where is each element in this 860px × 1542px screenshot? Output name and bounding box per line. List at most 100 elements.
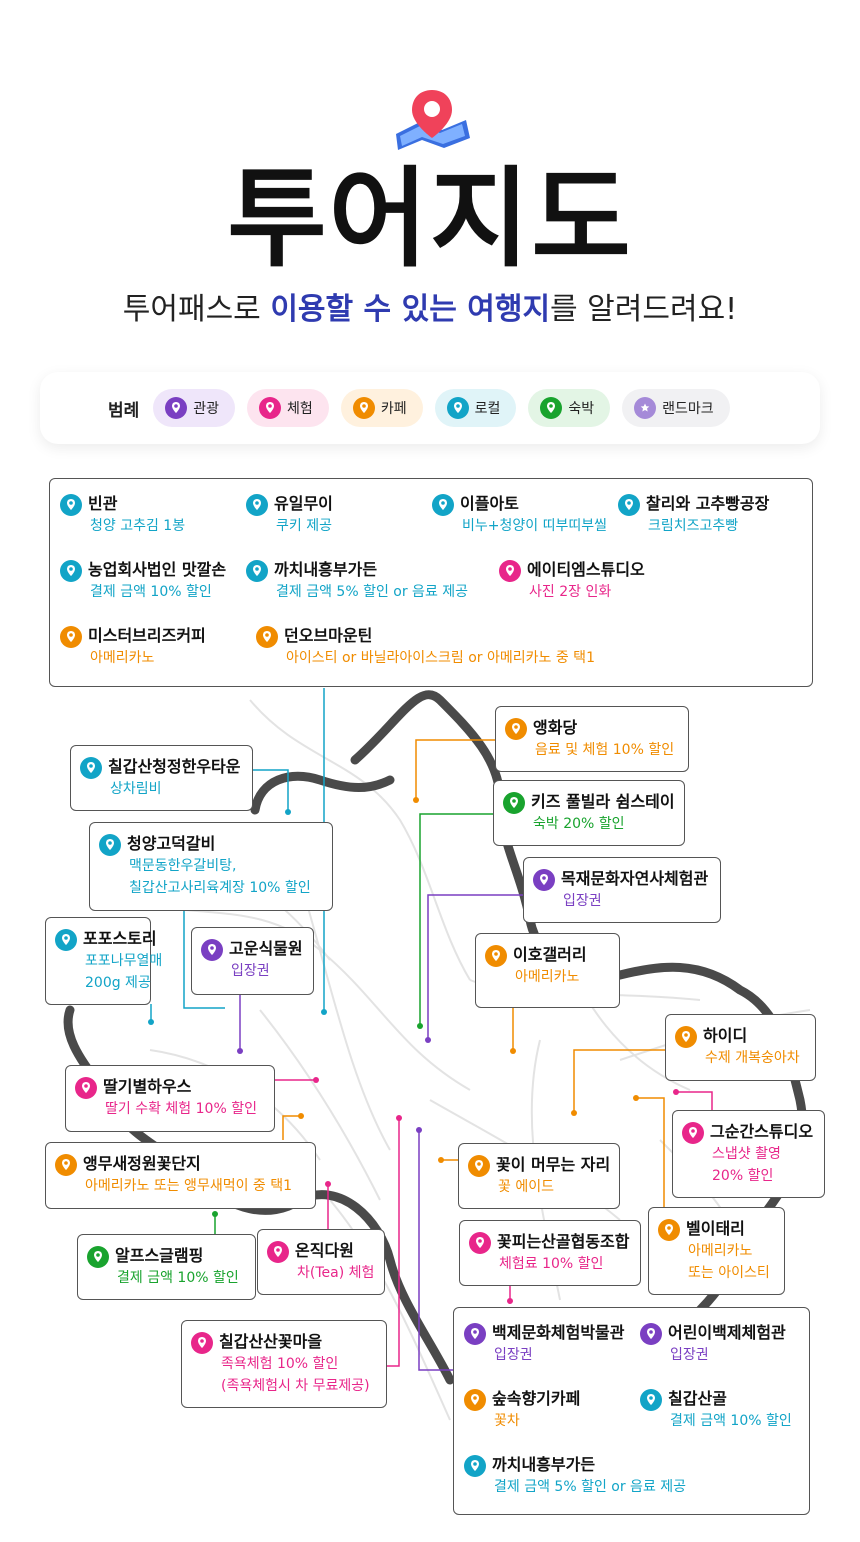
legend-item-label: 체험 <box>287 401 313 417</box>
place-name: 찰리와 고추빵공장 <box>646 494 770 513</box>
pin-icon <box>464 1454 492 1477</box>
place-name: 에이티엠스튜디오 <box>527 560 645 579</box>
place-benefit: 결제 금액 10% 할인 <box>117 1270 239 1286</box>
place-benefit: 청양 고추김 1봉 <box>90 518 186 534</box>
place-benefit: 스냅샷 촬영 <box>712 1146 781 1162</box>
place-benefit: 비누+청양이 띠부띠부씰 <box>462 518 607 534</box>
pin-icon <box>432 493 460 516</box>
pin-icon <box>246 559 274 582</box>
place-benefit: 결제 금액 10% 할인 <box>90 584 212 600</box>
place-benefit: 차(Tea) 체험 <box>297 1265 375 1281</box>
place-name: 온직다원 <box>295 1241 354 1260</box>
place-benefit: 아이스티 or 바닐라아이스크림 or 아메리카노 중 택1 <box>286 650 595 666</box>
place-benefit: 입장권 <box>563 893 602 909</box>
place-benefit: 20% 할인 <box>712 1168 774 1184</box>
place-benefit: 수제 개복숭아차 <box>705 1050 800 1066</box>
legend-item-label: 로컬 <box>474 401 501 417</box>
place-name: 키즈 풀빌라 쉼스테이 <box>531 792 675 811</box>
pin-icon <box>256 625 284 648</box>
pin-icon <box>165 397 193 419</box>
pin-icon <box>658 1218 686 1241</box>
place-benefit: (족욕체험시 차 무료제공) <box>221 1378 370 1394</box>
place-benefit: 포포나무열매 <box>85 953 163 969</box>
legend-item-label: 관광 <box>193 401 220 417</box>
pin-icon <box>267 1240 295 1263</box>
place-benefit: 아메리카노 <box>515 969 580 985</box>
place-benefit: 꽃 에이드 <box>498 1179 554 1195</box>
place-benefit: 결제 금액 10% 할인 <box>670 1413 792 1429</box>
place-name: 하이디 <box>703 1026 748 1045</box>
place-benefit: 아메리카노 <box>90 650 155 666</box>
pin-icon <box>540 397 568 419</box>
place-name: 까치내흥부가든 <box>274 560 378 579</box>
pin-icon <box>468 1154 496 1177</box>
place-name: 고운식물원 <box>229 939 303 958</box>
place-name: 칠갑산산꽃마을 <box>219 1332 323 1351</box>
place-benefit: 입장권 <box>494 1347 533 1363</box>
place-benefit: 쿠키 제공 <box>276 518 332 534</box>
place-benefit: 딸기 수확 체험 10% 할인 <box>105 1101 257 1117</box>
place-benefit: 칠갑산고사리육계장 10% 할인 <box>129 880 311 896</box>
place-benefit: 200g 제공 <box>85 975 151 991</box>
place-name: 앵화당 <box>533 718 578 737</box>
place-name: 까치내흥부가든 <box>492 1455 596 1474</box>
pin-icon <box>246 493 274 516</box>
place-benefit: 아메리카노 또는 앵무새먹이 중 택1 <box>85 1178 293 1194</box>
subtitle-highlight: 이용할 수 있는 여행지 <box>270 292 551 327</box>
place-name: 꽃피는산골협동조합 <box>497 1232 630 1251</box>
page-title: 투어지도 <box>227 157 633 282</box>
pin-icon <box>485 944 513 967</box>
place-benefit: 체험료 10% 할인 <box>499 1256 604 1272</box>
pin-icon <box>446 397 475 419</box>
place-name: 앵무새정원꽃단지 <box>83 1154 201 1173</box>
pin-icon <box>201 938 229 961</box>
place-benefit: 사진 2장 인화 <box>529 584 612 600</box>
subtitle-text-end: 를 알려드려요! <box>550 292 738 327</box>
place-name: 청양고덕갈비 <box>127 834 216 853</box>
pin-icon <box>191 1331 219 1354</box>
pin-icon <box>675 1025 703 1048</box>
place-name: 백제문화체험박물관 <box>492 1323 625 1342</box>
pin-icon <box>99 833 127 856</box>
place-name: 벨이태리 <box>686 1219 745 1238</box>
place-benefit: 상차림비 <box>110 781 162 797</box>
place-benefit: 결제 금액 5% 할인 or 음료 제공 <box>494 1479 687 1495</box>
pin-icon <box>503 791 531 814</box>
legend-item-label: 숙박 <box>568 401 595 417</box>
place-name: 어린이백제체험관 <box>668 1323 786 1342</box>
legend-item: 관광 <box>153 389 236 427</box>
place-name: 빈관 <box>88 494 118 513</box>
pin-icon <box>533 868 561 891</box>
place-name: 숲속향기카페 <box>492 1389 581 1408</box>
